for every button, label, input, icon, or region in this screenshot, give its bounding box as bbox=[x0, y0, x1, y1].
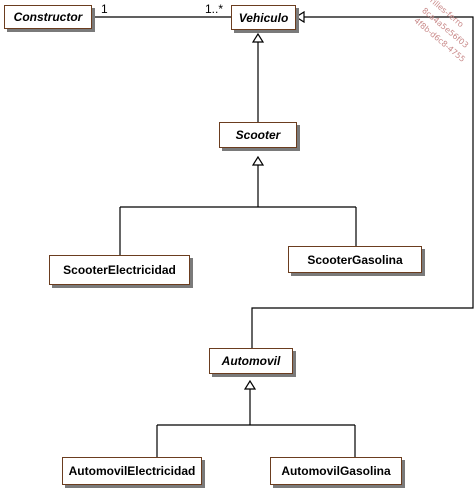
class-automovil-gasolina[interactable]: AutomovilGasolina bbox=[270, 457, 402, 485]
generalization-arrowhead bbox=[243, 379, 257, 390]
class-scooter-electricidad[interactable]: ScooterElectricidad bbox=[49, 255, 190, 285]
generalization-automovil-vehiculo bbox=[251, 16, 474, 348]
class-automovil-electricidad[interactable]: AutomovilElectricidad bbox=[62, 457, 202, 485]
generalization-arrowhead bbox=[294, 10, 305, 24]
class-scooter-gasolina[interactable]: ScooterGasolina bbox=[288, 246, 422, 273]
class-vehiculo[interactable]: Vehiculo bbox=[231, 5, 296, 30]
multiplicity-constructor-end: 1 bbox=[101, 2, 108, 16]
multiplicity-vehiculo-end: 1..* bbox=[205, 2, 224, 16]
class-scooter[interactable]: Scooter bbox=[219, 122, 297, 148]
class-automovil[interactable]: Automovil bbox=[209, 348, 293, 374]
class-constructor[interactable]: Constructor bbox=[4, 5, 92, 29]
generalization-arrowhead bbox=[251, 155, 265, 166]
generalization-arrowhead bbox=[251, 32, 265, 43]
